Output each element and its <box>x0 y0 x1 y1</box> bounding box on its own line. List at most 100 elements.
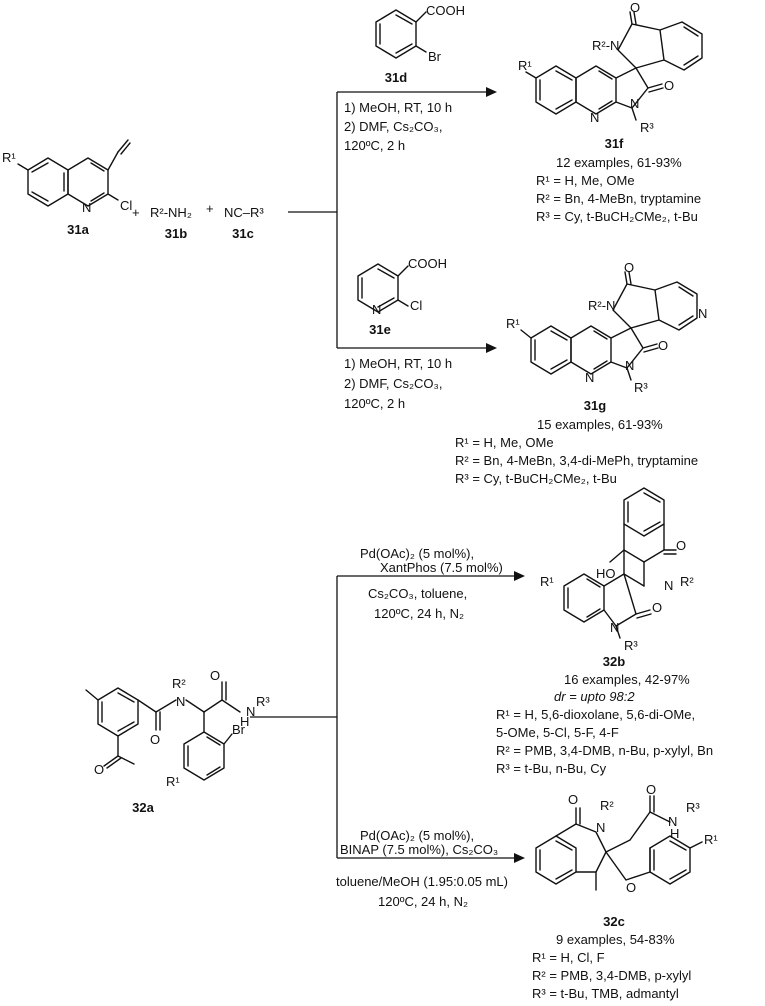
r1-label-32b: R¹ <box>540 574 554 589</box>
n-label-32b-oxindole: N <box>610 620 620 635</box>
compound-label-31f: 31f <box>604 136 624 151</box>
bottom-branch1-r2: R² = PMB, 3,4-DMB, n-Bu, p-xylyl, Bn <box>496 743 714 758</box>
branch2-r1: R¹ = H, Me, OMe <box>455 435 554 450</box>
plus-sign-2: + <box>206 201 214 216</box>
bottom-branch1-cond4: 120ºC, 24 h, N₂ <box>374 606 465 621</box>
n-label-31a: N <box>82 200 92 215</box>
n-label-32a-1: N <box>176 694 186 709</box>
r3-label-31g: R³ <box>634 380 648 395</box>
branch1-step2: 2) DMF, Cs₂CO₃, <box>344 119 443 134</box>
compound-label-31g: 31g <box>583 398 607 413</box>
o-label-32a-acetyl: O <box>94 762 105 777</box>
r1-label-32c: R¹ <box>704 832 718 847</box>
r2n-label-31f: R²-N <box>592 38 620 53</box>
o-label-32b-right: O <box>652 600 663 615</box>
nh-label-32c: H <box>670 826 680 841</box>
compound-label-32a: 32a <box>132 800 154 815</box>
structure-31g <box>520 271 698 381</box>
branch1-step3: 120ºC, 2 h <box>344 138 406 153</box>
bottom-branch2-cond3: toluene/MeOH (1.95:0.05 mL) <box>336 874 508 889</box>
bottom-branch2-r3: R³ = t-Bu, TMB, admantyl <box>532 986 679 1001</box>
bottom-branch2-cond1: Pd(OAc)₂ (5 mol%), <box>360 828 475 843</box>
compound-label-32c: 32c <box>603 914 625 929</box>
r2-label-32c: R² <box>600 798 614 813</box>
r2-label-32b: R² <box>680 574 694 589</box>
branch2-step3: 120ºC, 2 h <box>344 396 406 411</box>
n-label-32b-lactam: N <box>664 578 674 593</box>
o-label-31f-top: O <box>630 0 641 15</box>
r1-label-31g: R¹ <box>506 316 520 331</box>
bottom-branch2-r1: R¹ = H, Cl, F <box>532 950 605 965</box>
isocyanide-reagent: NC–R³ <box>224 205 264 220</box>
cl-label-31e: Cl <box>410 298 423 313</box>
r3-label-31f: R³ <box>640 120 654 135</box>
compound-label-31b: 31b <box>164 226 188 241</box>
compound-label-31a: 31a <box>67 222 89 237</box>
bottom-branch1-r1b: 5-OMe, 5-Cl, 5-F, 4-F <box>496 725 619 740</box>
o-label-32c-amide: O <box>646 782 657 797</box>
compound-label-32b: 32b <box>602 654 626 669</box>
r2-label-32a: R² <box>172 676 186 691</box>
oh-label-32b: HO <box>596 566 616 581</box>
o-label-32c-lactam: O <box>568 792 579 807</box>
bottom-branch1-dr: dr = upto 98:2 <box>554 689 635 704</box>
n-label-31e: N <box>372 302 382 317</box>
nh-label-32a: H <box>240 714 250 729</box>
branch1-r3: R³ = Cy, t-BuCH₂CMe₂, t-Bu <box>536 209 698 224</box>
n-label-31f-amide: N <box>630 96 640 111</box>
top-branch-lines <box>288 87 497 353</box>
o-label-31f-right: O <box>664 78 675 93</box>
structure-32c <box>535 795 703 891</box>
bottom-branch2-examples: 9 examples, 54-83% <box>556 932 675 947</box>
n-label-32a-2: N <box>246 704 256 719</box>
bottom-branch2-r2: R² = PMB, 3,4-DMB, p-xylyl <box>532 968 692 983</box>
arrow-head-31f <box>486 87 497 97</box>
br-label-31d: Br <box>428 49 441 64</box>
r3-label-32b: R³ <box>624 638 638 653</box>
branch2-examples: 15 examples, 61-93% <box>537 417 663 432</box>
n-label-31g-amide: N <box>625 358 635 373</box>
o-label-32b-top: O <box>676 538 687 553</box>
branch1-r2: R² = Bn, 4-MeBn, tryptamine <box>536 191 702 206</box>
structure-31a <box>17 139 131 207</box>
n-label-32c-lactam: N <box>596 820 606 835</box>
compound-label-31e: 31e <box>369 322 391 337</box>
structure-31f <box>525 11 703 121</box>
bottom-branch1-examples: 16 examples, 42-97% <box>564 672 690 687</box>
structure-31e <box>357 263 409 313</box>
o-label-31g-right: O <box>658 338 669 353</box>
o-label-32a-amide: O <box>150 732 161 747</box>
branch2-step1: 1) MeOH, RT, 10 h <box>344 356 453 371</box>
branch1-r1: R¹ = H, Me, OMe <box>536 173 635 188</box>
cl-label-31a: Cl <box>120 198 133 213</box>
o-label-32c-furan: O <box>626 880 637 895</box>
branch2-r3: R³ = Cy, t-BuCH₂CMe₂, t-Bu <box>455 471 617 486</box>
r1-label-31f: R¹ <box>518 58 532 73</box>
n-label-31f-ring: N <box>590 110 600 125</box>
bottom-branch2-cond4: 120ºC, 24 h, N₂ <box>378 894 469 909</box>
amine-reagent: R²-NH₂ <box>150 205 192 220</box>
arrow-head-32b <box>514 571 525 581</box>
branch2-step2: 2) DMF, Cs₂CO₃, <box>344 376 443 391</box>
n-label-31g-ring: N <box>585 370 595 385</box>
compound-label-31d: 31d <box>384 70 408 85</box>
structure-31d <box>375 9 427 59</box>
bottom-branch1-r1a: R¹ = H, 5,6-dioxolane, 5,6-di-OMe, <box>496 707 696 722</box>
r1-label-32a: R¹ <box>166 774 180 789</box>
cooh-label-31e: COOH <box>408 256 447 271</box>
o-label-32a-top: O <box>210 668 221 683</box>
branch2-r2: R² = Bn, 4-MeBn, 3,4-di-MePh, tryptamine <box>455 453 699 468</box>
bottom-branch1-cond1: Pd(OAc)₂ (5 mol%), <box>360 546 475 561</box>
structure-32b <box>563 487 677 639</box>
r2n-label-31g: R²-N <box>588 298 616 313</box>
arrow-head-32c <box>514 853 525 863</box>
cooh-label-31d: COOH <box>426 3 465 18</box>
bottom-branch-lines <box>250 571 525 863</box>
compound-label-31c: 31c <box>232 226 254 241</box>
structure-32a <box>85 681 241 781</box>
r3-label-32a: R³ <box>256 694 270 709</box>
r1-label-31a: R¹ <box>2 150 16 165</box>
arrow-head-31g <box>486 343 497 353</box>
